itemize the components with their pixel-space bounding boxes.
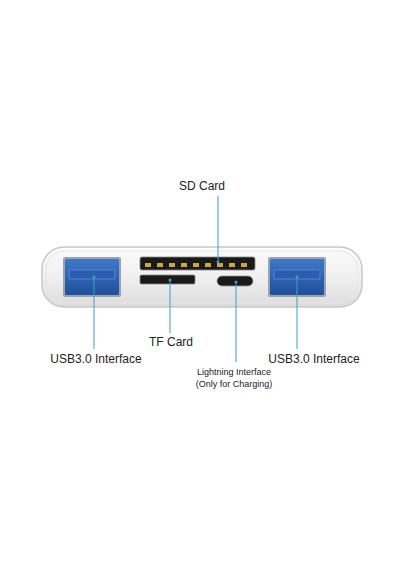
leader-line	[218, 196, 219, 262]
leader-line	[170, 280, 171, 333]
leader-line	[94, 277, 95, 349]
hub-housing	[42, 247, 362, 307]
lightning-port	[217, 276, 253, 286]
sd-contact	[229, 263, 235, 267]
usb-port-label: USB3.0 Interface	[268, 352, 359, 366]
leader-line	[236, 282, 237, 362]
tf-card-slot	[140, 275, 195, 284]
sd-contact	[241, 263, 247, 267]
sd-contact	[157, 263, 163, 267]
sd-contact	[181, 263, 187, 267]
sd-contact	[169, 263, 175, 267]
tf-card-label: TF Card	[149, 335, 193, 349]
housing-bevel	[46, 251, 358, 303]
leader-lines	[94, 196, 297, 362]
usb-port-label: USB3.0 Interface	[50, 352, 141, 366]
sd-contact	[145, 263, 151, 267]
sd-contact	[217, 263, 223, 267]
usb-port-left	[63, 257, 121, 297]
leader-dots	[93, 261, 299, 284]
sd-card-label: SD Card	[179, 179, 225, 193]
lightning-port-label: Lightning Interface (Only for Charging)	[188, 366, 280, 390]
leader-line	[297, 277, 298, 349]
sd-contact	[193, 263, 199, 267]
sd-contact	[205, 263, 211, 267]
sd-card-slot	[140, 257, 255, 270]
